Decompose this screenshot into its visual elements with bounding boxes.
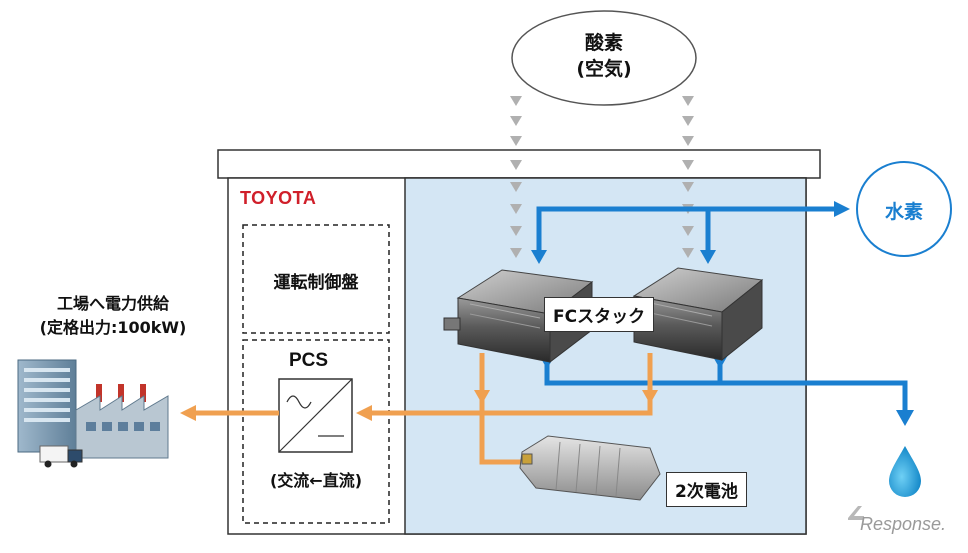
fc-stack-right-image xyxy=(619,267,764,362)
water-outlet-arrow xyxy=(896,410,914,426)
hydrogen-arrow-right-stack xyxy=(700,250,716,264)
factory-label-line1: 工場へ電力供給 xyxy=(56,294,169,313)
power-arrow-to-pcs xyxy=(356,405,372,421)
oxygen-label: 酸素 (空気) xyxy=(554,30,654,82)
factory-label: 工場へ電力供給 (定格出力:100kW) xyxy=(18,292,208,340)
control-panel-label: 運転制御盤 xyxy=(273,273,359,293)
oxygen-ellipse xyxy=(511,10,697,106)
watermark-text: Response. xyxy=(860,514,947,534)
watermark-logo-mark xyxy=(848,506,864,520)
inverter-symbol xyxy=(278,378,353,453)
pcs-label: PCS xyxy=(289,350,329,371)
factory-label-line2: (定格出力:100kW) xyxy=(39,318,187,337)
fc-stack-label: FCスタック xyxy=(544,297,655,332)
toyota-logo: TOYOTA xyxy=(240,188,317,208)
hydrogen-label: 水素 xyxy=(884,201,923,223)
power-lines xyxy=(196,353,653,465)
control-panel-box xyxy=(242,224,390,334)
power-arrow-left-stack xyxy=(474,390,490,404)
hydrogen-circle xyxy=(856,161,952,257)
factory-icon xyxy=(17,359,169,468)
hydrogen-supply-lines xyxy=(536,206,840,252)
power-arrow-right-stack xyxy=(642,390,658,404)
battery-label: 2次電池 xyxy=(666,472,747,507)
water-drop-icon xyxy=(889,446,921,497)
pcs-box xyxy=(242,339,390,524)
battery-image xyxy=(519,435,661,501)
power-arrow-to-factory xyxy=(180,405,196,421)
hydrogen-arrow-left-stack xyxy=(531,250,547,264)
pcs-caption: (交流←直流) xyxy=(269,471,363,490)
oxygen-label-line2: (空気) xyxy=(576,58,632,80)
oxygen-label-line1: 酸素 xyxy=(584,32,623,54)
hydrogen-inlet-arrow xyxy=(834,201,850,217)
